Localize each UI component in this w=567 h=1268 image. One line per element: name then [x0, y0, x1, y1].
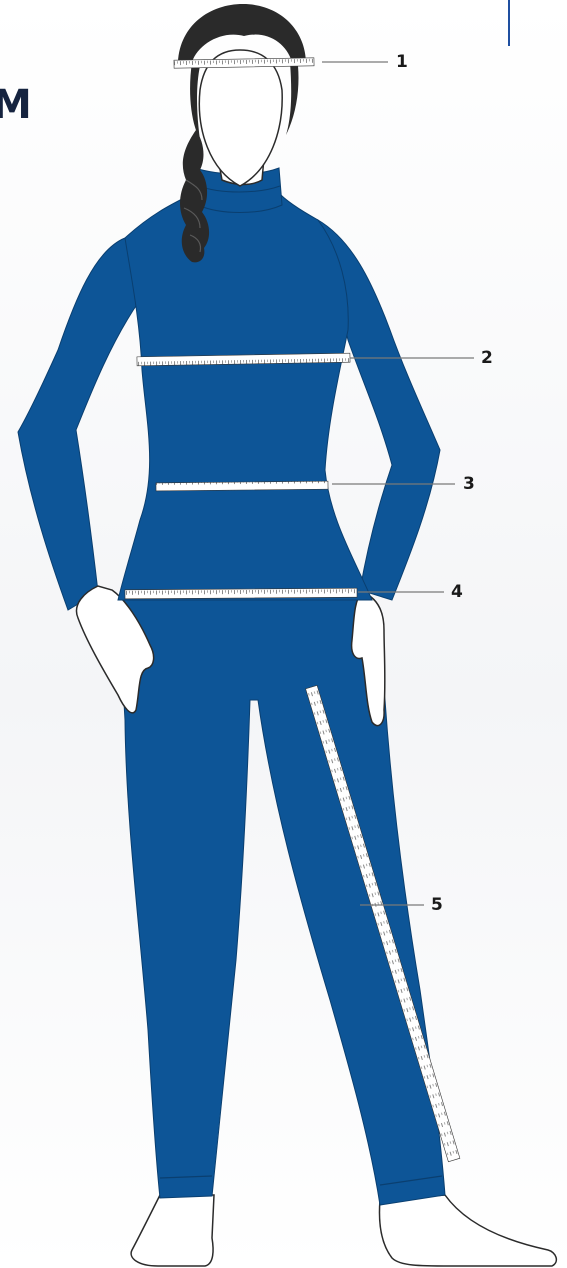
tape-hips: [125, 588, 357, 599]
legs: [118, 600, 445, 1205]
head: [199, 50, 282, 186]
callout-label: 4: [451, 584, 463, 601]
feet: [131, 1195, 556, 1266]
callout-label: 1: [396, 54, 408, 71]
callout-label: 5: [431, 897, 443, 914]
callout-label: 3: [463, 476, 475, 493]
callout-label: 2: [481, 350, 493, 367]
tape-waist: [156, 481, 328, 491]
